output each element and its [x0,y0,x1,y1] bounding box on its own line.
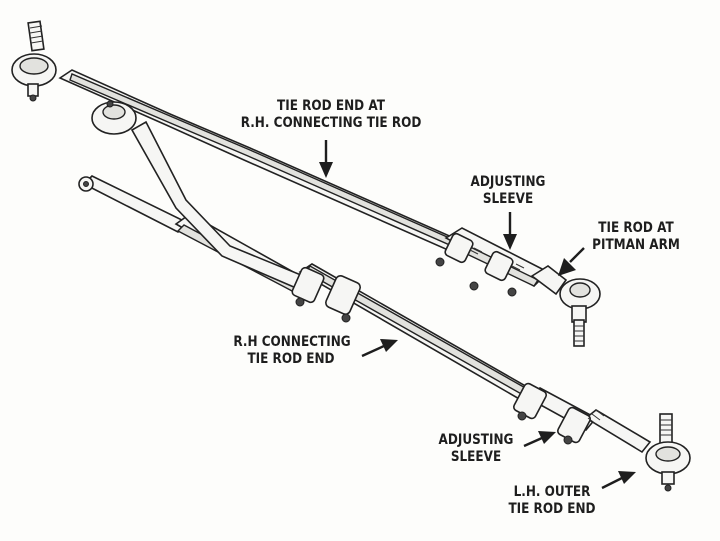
label-tie-rod-pitman: TIE ROD AT PITMAN ARM [584,220,687,254]
label-lh-outer-end: L.H. OUTER TIE ROD END [502,484,602,518]
label-tie-rod-end-rh: TIE ROD END AT R.H. CONNECTING TIE ROD [241,98,422,132]
upper-adjusting-sleeve [435,227,550,297]
lh-outer-ball-joint [645,413,691,492]
pitman-ball-joint [530,265,601,347]
lower-adjusting-sleeve [512,382,605,445]
label-adjusting-sleeve-upper: ADJUSTING SLEEVE [463,174,552,208]
label-rh-connecting-end-line2: TIE ROD END [247,351,335,367]
label-adjusting-sleeve-lower-line1: ADJUSTING [438,432,514,448]
label-adjusting-sleeve-lower: ADJUSTING SLEEVE [431,432,520,466]
label-tie-rod-pitman-line2: PITMAN ARM [592,237,680,253]
label-lh-outer-end-line2: TIE ROD END [508,501,596,517]
label-tie-rod-pitman-line1: TIE ROD AT [598,220,674,236]
label-tie-rod-end-rh-line1: TIE ROD END AT [277,98,385,114]
callout-arrows [319,140,636,490]
rh-connecting-clamp [291,266,361,323]
label-rh-connecting-end-line1: R.H CONNECTING [233,334,351,350]
label-rh-connecting-end: R.H CONNECTING TIE ROD END [233,334,351,368]
label-adjusting-sleeve-upper-line2: SLEEVE [482,191,534,207]
label-lh-outer-end-line1: L.H. OUTER [513,484,591,500]
left-ball-joint [11,20,57,102]
center-ball-joint [91,100,137,135]
label-adjusting-sleeve-lower-line2: SLEEVE [450,449,502,465]
label-adjusting-sleeve-upper-line1: ADJUSTING [470,174,546,190]
label-tie-rod-end-rh-line2: R.H. CONNECTING TIE ROD [240,115,422,131]
